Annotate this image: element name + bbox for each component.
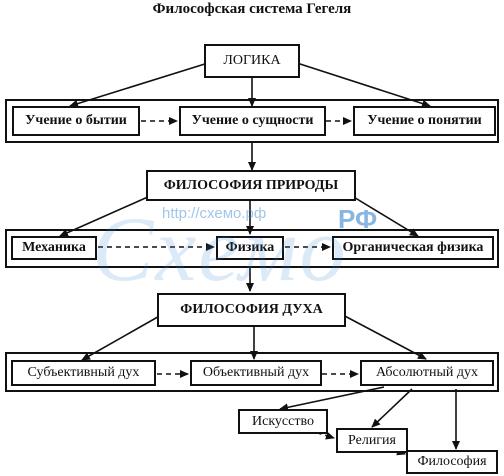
node-concept: Учение о понятии (353, 106, 496, 136)
node-art: Искусство (238, 409, 328, 434)
node-spirit: ФИЛОСОФИЯ ДУХА (157, 293, 346, 327)
node-organic: Органическая физика (332, 236, 494, 260)
node-logic-label: ЛОГИКА (223, 53, 281, 68)
node-philosophy: Философия (406, 450, 498, 474)
node-absolute: Абсолютный дух (360, 360, 494, 386)
node-mechanics: Механика (11, 236, 97, 260)
node-religion: Религия (336, 428, 408, 453)
node-physics: Физика (216, 236, 284, 260)
node-logic: ЛОГИКА (204, 44, 300, 78)
arrow-absolute-religion (371, 388, 413, 428)
node-subjective: Субъективный дух (11, 360, 156, 386)
node-objective: Объективный дух (190, 360, 322, 386)
arrow-logic-concept (296, 62, 431, 108)
arrow-logic-being (69, 62, 209, 108)
node-essence: Учение о сущности (179, 106, 326, 136)
node-nature: ФИЛОСОФИЯ ПРИРОДЫ (146, 170, 356, 201)
arrow-spirit-absolute (340, 313, 427, 360)
node-being: Учение о бытии (12, 106, 140, 136)
diagram-title: Философская система Гегеля (152, 1, 352, 17)
